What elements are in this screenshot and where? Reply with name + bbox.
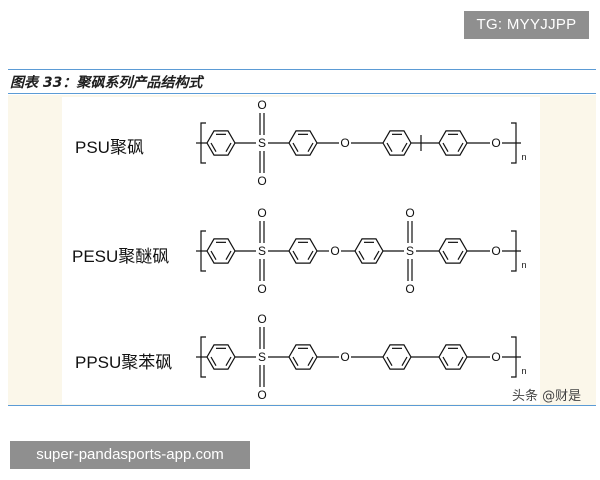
ppsu-repeat-n: n: [521, 366, 526, 376]
psu-sulfone-oxygen-top: O: [257, 98, 266, 112]
psu-ring-double-bond: [457, 142, 464, 152]
pesu-repeat-n: n: [521, 260, 526, 270]
telegram-badge: TG: MYYJJPP: [464, 11, 589, 39]
pesu-sulfone-oxygen-top: O: [405, 206, 414, 220]
psu-ring-double-bond: [386, 142, 393, 152]
ppsu-ether-oxygen: O: [491, 350, 500, 364]
psu-ring-double-bond: [225, 142, 232, 152]
figure-title: 图表 33：聚砜系列产品结构式: [10, 75, 203, 91]
header-rule-bottom: [8, 93, 596, 94]
ppsu-sulfone-oxygen-bottom: O: [257, 388, 266, 402]
pesu-sulfone-oxygen-bottom: O: [405, 282, 414, 296]
panel-rule-bottom: [8, 405, 596, 406]
psu-bracket-right: [511, 122, 517, 164]
ppsu-ether-oxygen: O: [340, 350, 349, 364]
pesu-sulfone-oxygen-top: O: [257, 206, 266, 220]
pesu-ring-double-bond: [292, 250, 299, 260]
pesu-ring-double-bond: [210, 250, 217, 260]
psu-ring-double-bond: [307, 142, 314, 152]
psu-ring-double-bond: [442, 142, 449, 152]
ppsu-ring-double-bond: [307, 356, 314, 366]
ppsu-label: PPSU聚苯砜: [75, 353, 173, 372]
ppsu-bracket-right: [511, 336, 517, 378]
pesu-ring-double-bond: [225, 250, 232, 260]
pesu-sulfone-sulfur: S: [258, 244, 266, 258]
ppsu-ring-double-bond: [442, 356, 449, 366]
pesu-sulfone-sulfur: S: [406, 244, 414, 258]
psu-ether-oxygen: O: [491, 136, 500, 150]
psu-sulfone-sulfur: S: [258, 136, 266, 150]
url-badge: super-pandasports-app.com: [10, 441, 250, 469]
pesu-label: PESU聚醚砜: [72, 247, 170, 266]
pesu-ring-double-bond: [442, 250, 449, 260]
pesu-ring-double-bond: [307, 250, 314, 260]
ppsu-ring-double-bond: [386, 356, 393, 366]
psu-label: PSU聚砜: [75, 138, 144, 157]
psu-sulfone-oxygen-bottom: O: [257, 174, 266, 188]
psu-ring-double-bond: [401, 142, 408, 152]
ppsu-ring-double-bond: [225, 356, 232, 366]
pesu-bracket-right: [511, 230, 517, 272]
ppsu-sulfone-sulfur: S: [258, 350, 266, 364]
psu-repeat-n: n: [521, 152, 526, 162]
pesu-sulfone-oxygen-bottom: O: [257, 282, 266, 296]
ppsu-ring-double-bond: [210, 356, 217, 366]
pesu-ring-double-bond: [358, 250, 365, 260]
pesu-ether-oxygen: O: [330, 244, 339, 258]
ppsu-ring-double-bond: [457, 356, 464, 366]
header-rule-top: [8, 69, 596, 70]
psu-ring-double-bond: [210, 142, 217, 152]
pesu-ether-oxygen: O: [491, 244, 500, 258]
pesu-ring-double-bond: [373, 250, 380, 260]
ppsu-ring-double-bond: [292, 356, 299, 366]
ppsu-ring-double-bond: [401, 356, 408, 366]
ppsu-sulfone-oxygen-top: O: [257, 312, 266, 326]
pesu-ring-double-bond: [457, 250, 464, 260]
psu-ring-double-bond: [292, 142, 299, 152]
psu-ether-oxygen: O: [340, 136, 349, 150]
source-watermark: 头条 @财是: [512, 389, 582, 404]
